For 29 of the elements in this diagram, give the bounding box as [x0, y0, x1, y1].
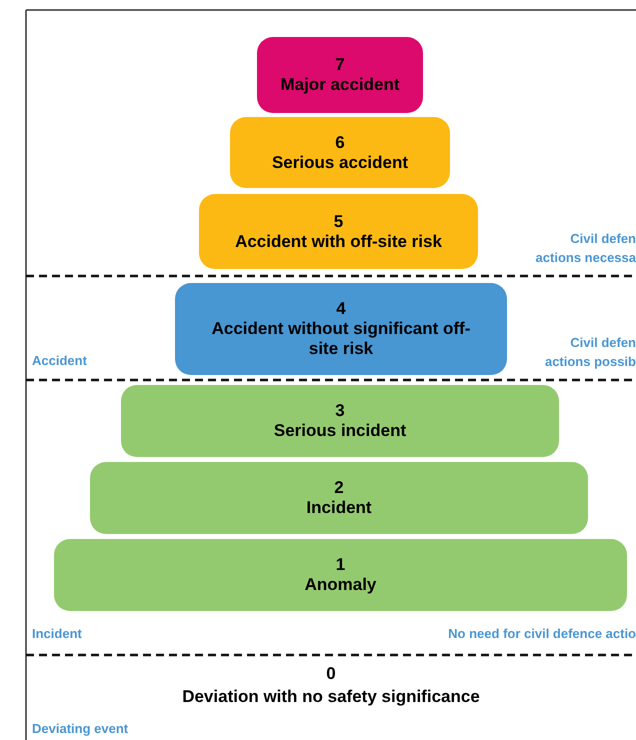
level-box: [121, 385, 559, 457]
level-number: 6: [335, 132, 345, 152]
level-box: [257, 37, 423, 113]
level-box: [54, 539, 627, 611]
level-title: Anomaly: [304, 575, 378, 595]
zone-label: Incident: [32, 625, 82, 643]
level-number: 4: [336, 299, 346, 319]
level-title: Deviation with no safety significance: [181, 686, 481, 708]
level-number: 2: [334, 478, 344, 498]
level-number: 5: [334, 212, 344, 232]
level-title: Major accident: [279, 75, 401, 95]
level-title: Serious accident: [270, 152, 410, 172]
level-title: Accident with off-site risk: [234, 232, 443, 252]
level-number: 7: [335, 55, 345, 75]
zone-label: Accident: [32, 352, 87, 370]
level-box: [175, 283, 507, 375]
level-title: Accident without significant off-site risk: [210, 319, 472, 359]
zone-label: Civil defen actions possib: [544, 334, 636, 371]
level-title: Incident: [305, 498, 373, 518]
zone-label: Civil defen actions necessa: [534, 230, 636, 267]
level-number: 0: [325, 664, 337, 684]
level-number: 1: [336, 555, 346, 575]
level-box: [230, 117, 450, 188]
zone-label: No need for civil defence actio: [448, 625, 636, 643]
level-box: [199, 194, 478, 269]
zone-label: Deviating event: [32, 720, 128, 738]
level-box: [90, 462, 588, 534]
level-number: 3: [335, 401, 345, 421]
level-title: Serious incident: [272, 421, 408, 441]
